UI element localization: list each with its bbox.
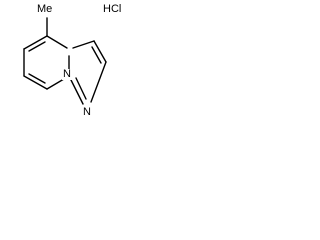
ring-bond-c5-c6 (23, 35, 48, 50)
double-bond-c3-c2 (91, 46, 102, 64)
imidazole-nitrogen-label: N (82, 106, 92, 118)
structure-diagram (23, 17, 107, 105)
methyl-label: Me (37, 3, 53, 15)
hcl-label: HCl (103, 3, 122, 15)
ring-bond-c7-c8 (23, 75, 48, 90)
ring-nitrogen-label: N (62, 68, 72, 80)
double-bond-c5-c6 (28, 41, 46, 52)
double-bond-c7-c8 (28, 73, 46, 84)
double-bond-n1-c8a (75, 77, 87, 100)
ring-bond-c2-n1 (90, 61, 107, 103)
ring-bond-c3-c2 (93, 40, 107, 63)
ring-bond-n4-c5 (46, 35, 68, 49)
ring-bond-n1-c8a (68, 75, 84, 105)
ring-bond-n4-c3 (72, 40, 95, 49)
